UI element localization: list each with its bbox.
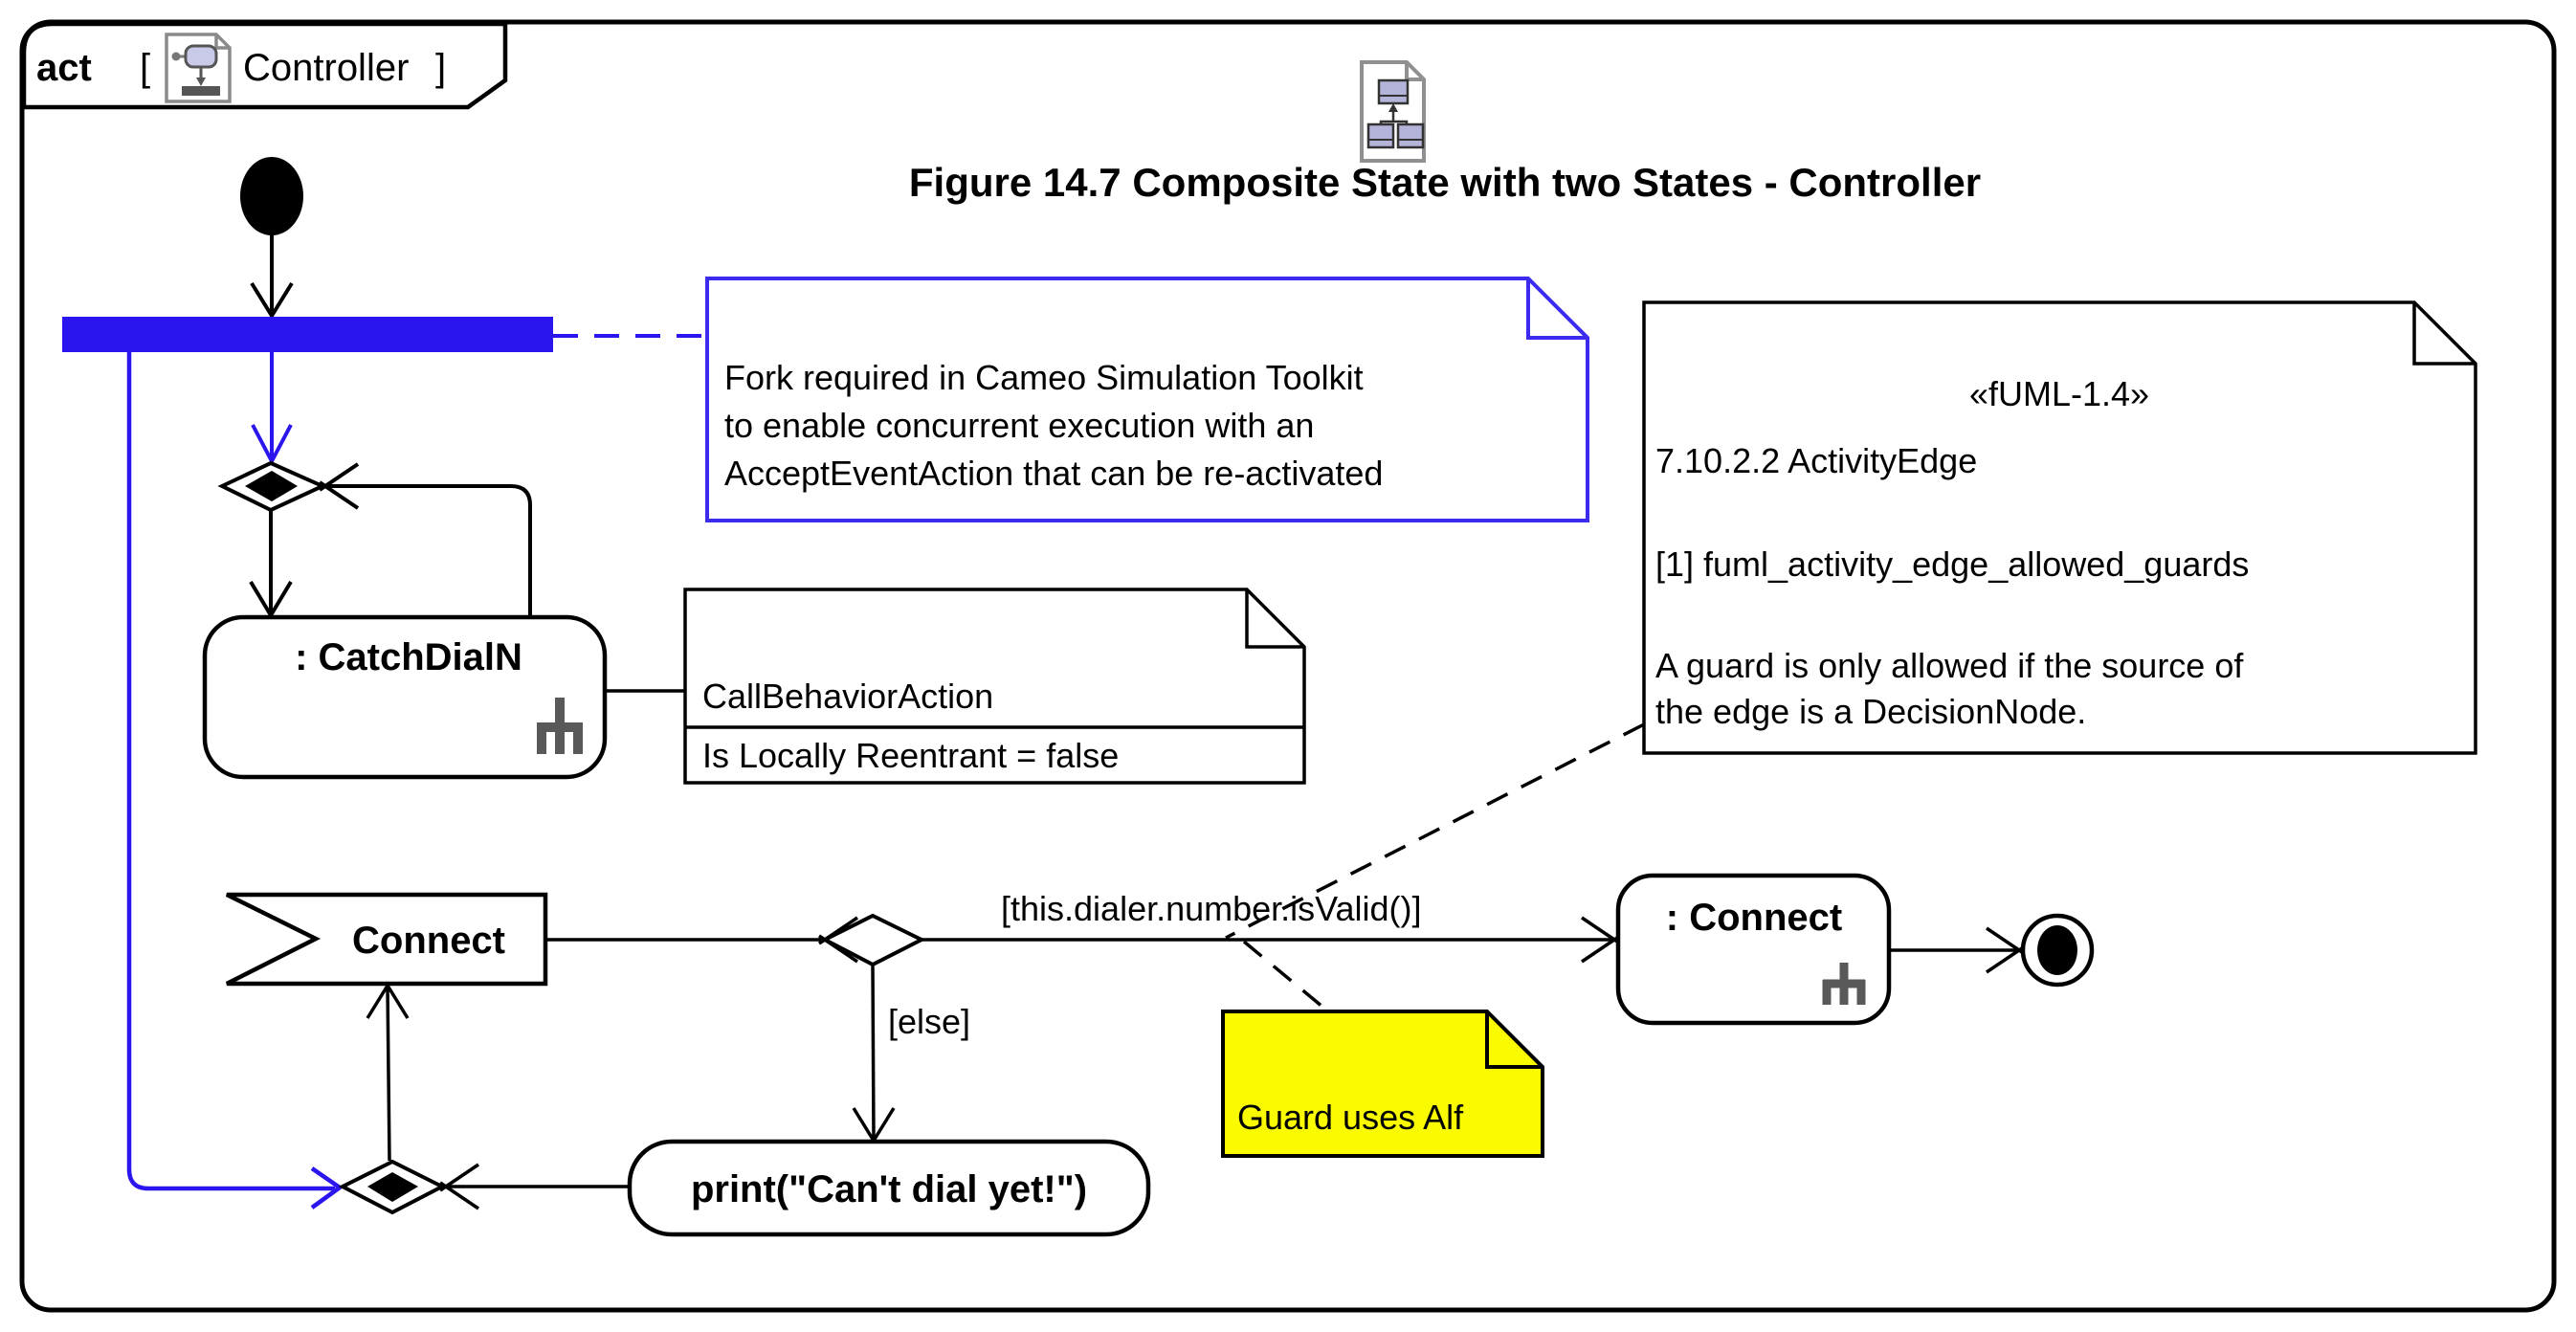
rake-icon: [537, 698, 583, 754]
edge-merge-to-catchdialn[interactable]: [249, 510, 293, 619]
figure-title: Figure 14.7 Composite State with two Sta…: [909, 160, 1981, 205]
edge-decision-to-connect[interactable]: [this.dialer.number.isValid()]: [922, 889, 1621, 964]
note-fork-comment[interactable]: Fork required in Cameo Simulation Toolki…: [705, 277, 1589, 522]
note-fuml-text2: the edge is a DecisionNode.: [1655, 692, 2086, 731]
edge-merge-to-accept-connect[interactable]: [366, 982, 410, 1162]
edge-connect-to-final[interactable]: [1889, 926, 2026, 974]
note-guard-alf[interactable]: Guard uses Alf: [1221, 1010, 1544, 1158]
note-fuml-stereotype: «fUML-1.4»: [1969, 374, 2149, 413]
rake-icon: [1822, 963, 1866, 1005]
activity-diagram-icon: [165, 33, 232, 103]
edge-decision-to-print[interactable]: [else]: [852, 964, 970, 1144]
tab-diagram-name: Controller: [243, 47, 409, 89]
tab-bracket-close: ]: [435, 47, 446, 89]
note-fork-line3: AcceptEventAction that can be re-activat…: [724, 454, 1383, 493]
accept-event-connect-label: Connect: [352, 920, 505, 962]
note-call-behavior-property: Is Locally Reentrant = false: [702, 736, 1119, 775]
action-print-label: print("Can't dial yet!"): [691, 1168, 1087, 1210]
edge-fork-to-bottom-merge[interactable]: [126, 352, 344, 1210]
merge-node-bottom[interactable]: [338, 1159, 447, 1215]
action-print[interactable]: print("Can't dial yet!"): [627, 1139, 1151, 1237]
note-fuml-text1: A guard is only allowed if the source of: [1655, 646, 2244, 685]
guard-isvalid-label: [this.dialer.number.isValid()]: [1001, 889, 1422, 928]
fuml-note-anchor-line: [1225, 722, 1645, 940]
edge-fork-to-merge[interactable]: [251, 352, 293, 466]
edge-initial-to-fork[interactable]: [250, 235, 294, 320]
note-call-behavior-title: CallBehaviorAction: [702, 677, 993, 716]
edge-accept-to-decision[interactable]: [545, 916, 858, 964]
edge-catchdialn-loop-to-merge[interactable]: [318, 462, 532, 617]
note-fork-line1: Fork required in Cameo Simulation Toolki…: [724, 358, 1364, 397]
diagram-frame: [19, 19, 2557, 1313]
initial-node[interactable]: [240, 157, 303, 235]
alf-note-anchor-line: [1242, 940, 1330, 1013]
note-call-behavior[interactable]: CallBehaviorAction Is Locally Reentrant …: [683, 588, 1306, 785]
figure-title-icon: [1360, 60, 1426, 163]
action-catchdialn[interactable]: : CatchDialN: [202, 614, 608, 780]
action-connect-label: : Connect: [1666, 897, 1842, 939]
note-fuml-section: 7.10.2.2 ActivityEdge: [1655, 441, 1977, 480]
tab-keyword: act: [36, 47, 92, 89]
edge-print-to-merge[interactable]: [439, 1163, 630, 1210]
tab-outline: [21, 21, 508, 110]
action-catchdialn-label: : CatchDialN: [295, 636, 522, 678]
note-fork-line2: to enable concurrent execution with an: [724, 406, 1314, 445]
fork-node[interactable]: [62, 317, 553, 352]
note-guard-alf-text: Guard uses Alf: [1237, 1098, 1464, 1137]
decision-node[interactable]: [820, 913, 926, 967]
action-connect[interactable]: : Connect: [1615, 873, 1892, 1026]
diagram-header-tab[interactable]: act [ Controller ]: [21, 21, 508, 110]
note-fuml-constraint-name: [1] fuml_activity_edge_allowed_guards: [1655, 544, 2249, 584]
merge-node-top[interactable]: [217, 460, 327, 513]
note-fuml-constraint[interactable]: «fUML-1.4» 7.10.2.2 ActivityEdge [1] fum…: [1642, 300, 2477, 755]
tab-bracket-open: [: [140, 47, 150, 89]
accept-event-connect[interactable]: Connect: [225, 892, 548, 987]
guard-else-label: [else]: [888, 1002, 970, 1041]
activity-final-node[interactable]: [2020, 913, 2095, 988]
